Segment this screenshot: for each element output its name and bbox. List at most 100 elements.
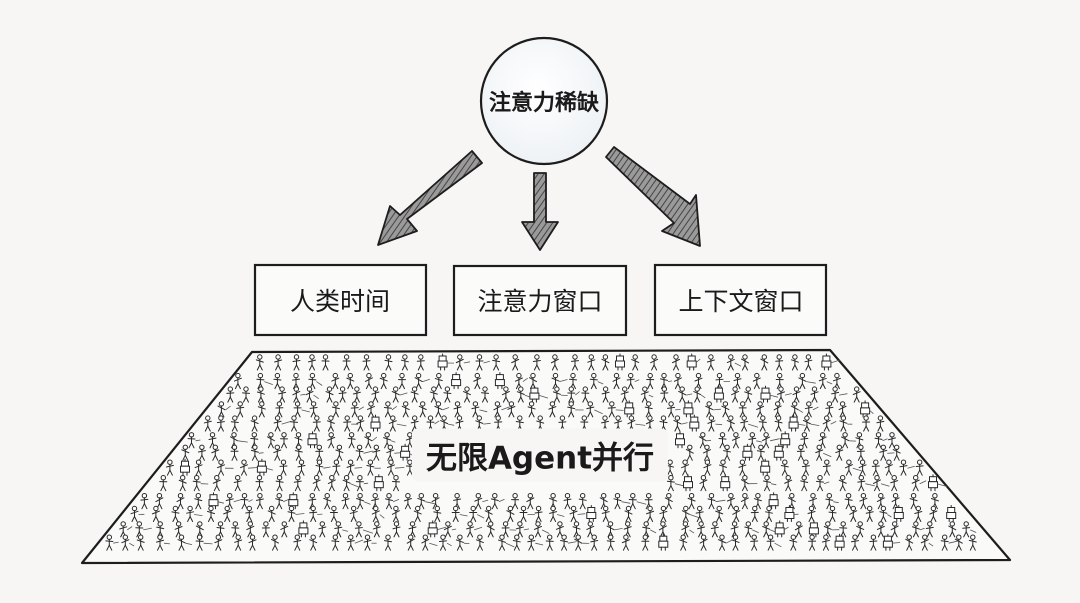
crowd-figure xyxy=(873,475,881,492)
crowd-link xyxy=(237,440,248,443)
crowd-link xyxy=(770,529,776,533)
crowd-figure xyxy=(920,534,929,551)
crowd-figure xyxy=(384,534,392,551)
crowd-figure xyxy=(273,372,282,390)
crowd-figure xyxy=(463,386,471,403)
crowd-figure xyxy=(869,534,878,551)
crowd-link xyxy=(634,379,640,382)
crowd-robot xyxy=(494,372,505,390)
crowd-robot xyxy=(928,474,938,492)
crowd-figure xyxy=(678,386,687,403)
crowd-figure xyxy=(748,432,757,449)
crowd-link xyxy=(300,393,306,396)
crowd-link xyxy=(784,393,792,396)
crowd-figure xyxy=(835,444,844,461)
crowd-figure xyxy=(693,386,702,403)
crowd-link xyxy=(706,439,712,442)
crowd-link xyxy=(523,528,530,531)
crowd-figure xyxy=(911,475,920,492)
crowd-link xyxy=(363,450,373,454)
crowd-figure xyxy=(250,415,259,432)
crowd-figure xyxy=(732,505,741,522)
crowd-link xyxy=(422,378,430,382)
crowd-robot xyxy=(686,353,697,371)
crowd-figure xyxy=(626,372,635,390)
crowd-figure xyxy=(527,401,536,418)
crowd-link xyxy=(783,526,789,531)
crowd-link xyxy=(650,529,657,534)
crowd-figure xyxy=(816,475,824,492)
crowd-link xyxy=(621,501,631,504)
crowd-figure xyxy=(211,444,220,461)
crowd-figure xyxy=(884,459,893,476)
crowd-link xyxy=(425,501,435,505)
crowd-figure xyxy=(828,505,837,522)
crowd-robot xyxy=(208,492,219,510)
box-human-time xyxy=(253,263,428,337)
crowd-link xyxy=(248,499,253,503)
crowd-figure xyxy=(718,534,726,551)
crowd-robot xyxy=(760,458,771,476)
crowd-link xyxy=(594,409,603,415)
crowd-figure xyxy=(293,534,302,551)
crowd-figure xyxy=(821,534,830,551)
crowd-figure xyxy=(879,505,888,522)
crowd-figure xyxy=(527,534,536,551)
crowd-link xyxy=(392,499,400,503)
crowd-figure xyxy=(808,534,817,551)
crowd-figure xyxy=(347,432,356,449)
crowd-figure xyxy=(601,354,610,371)
crowd-figure xyxy=(214,534,223,551)
crowd-link xyxy=(774,542,782,548)
crowd-robot xyxy=(946,505,957,522)
crowd-link xyxy=(648,394,654,398)
crowd-figure xyxy=(271,534,279,551)
crowd-figure xyxy=(230,415,239,432)
crowd-figure xyxy=(744,521,753,538)
crowd-figure xyxy=(255,475,264,492)
crowd-link xyxy=(446,542,452,547)
crowd-link xyxy=(797,423,806,426)
crowd-figure xyxy=(641,534,650,551)
crowd-figure xyxy=(613,493,622,510)
crowd-figure xyxy=(256,386,265,403)
crowd-robot xyxy=(427,520,438,538)
crowd-link xyxy=(674,483,684,487)
crowd-robot xyxy=(760,385,771,403)
crowd-link xyxy=(826,381,833,385)
crowd-robot xyxy=(586,505,597,522)
crowd-figure xyxy=(758,415,767,432)
crowd-figure xyxy=(511,493,520,510)
crowd-robot xyxy=(784,505,795,522)
crowd-figure xyxy=(501,386,510,403)
crowd-robot xyxy=(307,431,318,449)
crowd-figure xyxy=(740,493,749,510)
crowd-figure xyxy=(398,372,406,390)
crowd-figure xyxy=(718,432,727,449)
arrow-center xyxy=(521,172,559,251)
crowd-figure xyxy=(766,534,775,551)
crowd-figure xyxy=(775,354,784,371)
crowd-figure xyxy=(406,534,415,551)
crowd-link xyxy=(936,483,948,487)
crowd-figure xyxy=(355,444,364,461)
crowd-link xyxy=(362,529,374,534)
crowd-figure xyxy=(790,401,799,418)
crowd-robot xyxy=(774,520,785,538)
crowd-link xyxy=(823,452,832,458)
crowd-link xyxy=(770,483,777,486)
crowd-figure xyxy=(801,459,810,476)
crowd-link xyxy=(812,406,819,411)
crowd-figure xyxy=(280,432,288,449)
crowd-figure xyxy=(355,475,364,492)
crowd-link xyxy=(217,501,224,504)
crowd-link xyxy=(852,467,862,472)
crowd-figure xyxy=(571,354,579,371)
crowd-figure xyxy=(865,505,874,522)
crowd-link xyxy=(113,541,119,544)
crowd-figure xyxy=(429,386,438,403)
crowd-figure xyxy=(230,444,239,461)
crowd-link xyxy=(756,440,763,443)
crowd-figure xyxy=(823,521,832,538)
crowd-figure xyxy=(379,372,388,390)
